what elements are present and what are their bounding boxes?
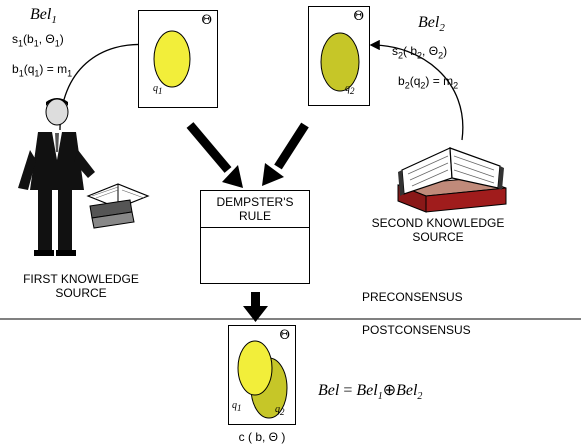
bel1-label: Bel1 — [30, 6, 57, 27]
first-source-label: FIRST KNOWLEDGE SOURCE — [23, 272, 139, 300]
focal-label-q1: q1 — [153, 83, 163, 96]
theta-symbol: Θ — [353, 9, 364, 24]
support-function-1: s1(b1, Θ1) — [12, 32, 64, 49]
postconsensus-label: POSTCONSENSUS — [362, 323, 471, 337]
preconsensus-label: PRECONSENSUS — [362, 290, 463, 304]
combined-focal-sets — [237, 340, 288, 419]
theta-symbol: Θ — [279, 328, 290, 343]
source1-curved-arrow — [59, 39, 153, 131]
focal-set-q2-ellipse — [320, 32, 360, 92]
output-arrow — [243, 292, 268, 322]
source2-curved-arrow — [369, 39, 464, 141]
second-source-label: SECOND KNOWLEDGE SOURCE — [371, 216, 505, 244]
focal-set-q1-ellipse — [153, 30, 191, 88]
dempsters-rule-box: DEMPSTER'S RULE — [200, 190, 310, 284]
bel2-label: Bel2 — [418, 14, 445, 35]
consensus-label-q2: q2 — [275, 404, 285, 417]
frame-of-discernment-1: Θ q1 — [138, 10, 218, 108]
rule-title-line2: RULE — [238, 209, 271, 223]
expert-person-figure — [18, 98, 150, 256]
consensus-frame: Θ q1 q2 — [228, 325, 296, 425]
fusion-arrow-left — [186, 122, 243, 188]
belief-assignment-1: b1(q1) = m1 — [12, 62, 73, 79]
theta-symbol: Θ — [201, 13, 212, 28]
consensus-label-q1: q1 — [232, 400, 242, 413]
focal-label-q2: q2 — [345, 83, 355, 96]
combination-formula: Bel = Bel1⊕Bel2 — [318, 382, 423, 403]
belief-assignment-2: b2(q2) = m2 — [398, 74, 459, 91]
frame-of-discernment-2: Θ q2 — [308, 6, 370, 106]
rule-divider — [201, 227, 309, 228]
rule-title-line1: DEMPSTER'S — [216, 195, 294, 209]
consensus-function-label: c ( b, Θ ) — [238, 430, 286, 444]
fusion-arrow-right — [262, 122, 309, 186]
support-function-2: s2( b2, Θ2) — [392, 44, 448, 61]
knowledge-books-figure — [397, 147, 507, 213]
